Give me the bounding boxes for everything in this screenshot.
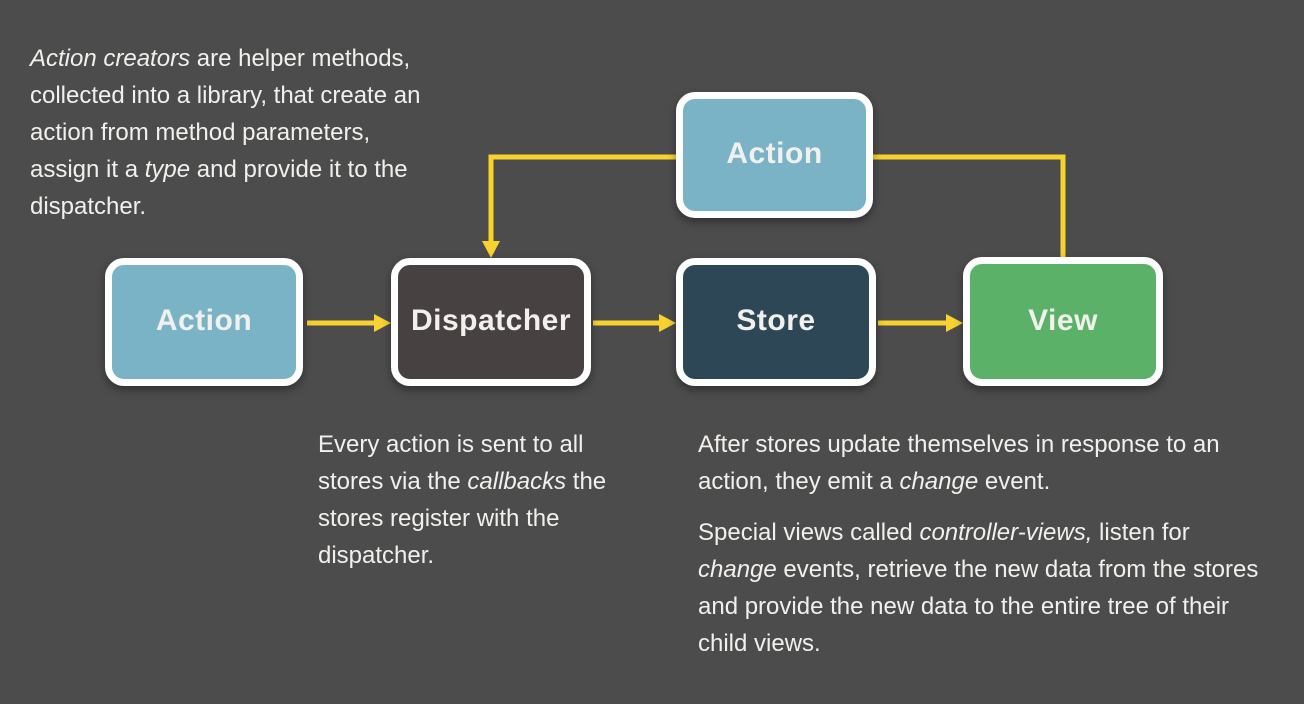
text-segment: Action creators (30, 45, 191, 72)
arrow-store-to-view (878, 314, 963, 332)
note-callbacks: Every action is sent to all stores via t… (318, 426, 654, 574)
line-view-to-action-top (873, 154, 1066, 257)
node-dispatcher-label: Dispatcher (410, 304, 572, 337)
note-views: After stores update themselves in respon… (698, 426, 1264, 662)
text-segment: controller-views, (919, 519, 1093, 546)
text-segment: change (899, 468, 979, 495)
text-segment: Special views called (698, 519, 920, 546)
text-segment: callbacks (467, 468, 567, 495)
note-controller-views-paragraph: Special views called controller-views, l… (698, 514, 1264, 662)
note-action-creators-paragraph: Action creators are helper methods, coll… (30, 40, 425, 225)
text-segment: After stores update themselves in respon… (698, 431, 1220, 495)
text-segment: events, retrieve the new data from the s… (698, 556, 1259, 657)
node-dispatcher: Dispatcher (391, 258, 591, 386)
node-store: Store (676, 258, 876, 386)
node-action-label: Action (155, 304, 253, 337)
node-view: View (963, 257, 1163, 386)
text-segment: are helper methods, collected into a lib… (30, 45, 421, 183)
node-action-top-label: Action (726, 137, 823, 170)
text-segment: the stores register with the dispatcher. (318, 468, 607, 569)
text-segment: event. (978, 468, 1051, 495)
text-segment: and provide it to the dispatcher. (30, 156, 408, 220)
text-segment: listen for (1092, 519, 1190, 546)
arrow-action-top-to-dispatcher (482, 154, 676, 258)
text-segment: change (698, 556, 777, 583)
text-segment: type (144, 156, 191, 183)
node-store-label: Store (736, 304, 816, 337)
arrow-dispatcher-to-store (593, 314, 676, 332)
node-view-label: View (1028, 303, 1098, 337)
note-change-event-paragraph: After stores update themselves in respon… (698, 426, 1264, 500)
note-callbacks-paragraph: Every action is sent to all stores via t… (318, 426, 654, 574)
text-segment: Every action is sent to all stores via t… (318, 431, 584, 495)
note-action-creators: Action creators are helper methods, coll… (30, 40, 425, 225)
node-action: Action (105, 258, 303, 386)
node-action-top: Action (676, 92, 873, 218)
arrow-action-to-dispatcher (307, 314, 391, 332)
